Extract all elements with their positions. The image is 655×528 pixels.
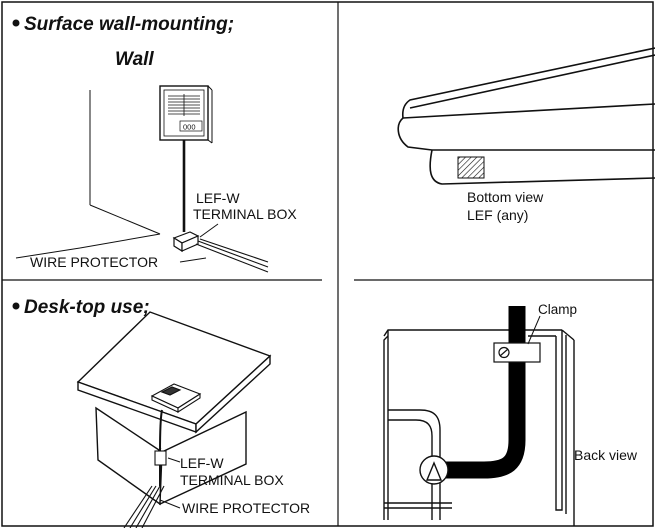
protector-pointer-line xyxy=(179,257,207,263)
protector-label: WIRE PROTECTOR xyxy=(30,254,158,270)
back-view-label: Back view xyxy=(574,447,638,463)
wire-protector-icon xyxy=(195,238,269,273)
protector-pointer-line xyxy=(159,499,181,509)
wall-device-icon: 000 xyxy=(159,85,213,144)
terminal-label-line1: LEF-W xyxy=(180,455,224,471)
panel-back-view: Clamp Back view xyxy=(383,302,638,526)
protector-label: WIRE PROTECTOR xyxy=(182,500,310,516)
clamp-icon xyxy=(493,342,541,363)
clamp-pointer-line xyxy=(527,315,541,345)
device-display-text: 000 xyxy=(183,123,196,132)
terminal-label-line2: TERMINAL BOX xyxy=(193,206,297,222)
bullet-icon xyxy=(12,302,20,310)
panel-bottom-view: Bottom view LEF (any) xyxy=(397,47,655,223)
clamp-label: Clamp xyxy=(538,302,577,317)
bullet-icon xyxy=(12,19,20,27)
terminal-label-line1: LEF-W xyxy=(196,190,240,206)
bottom-view-model-label: LEF (any) xyxy=(467,207,528,223)
telephone-back-outline xyxy=(383,329,575,526)
desk-cable xyxy=(159,409,163,453)
terminal-pointer-line xyxy=(167,457,181,463)
terminal-label-line2: TERMINAL BOX xyxy=(180,472,284,488)
desk-icon xyxy=(76,311,272,506)
terminal-pointer-line xyxy=(199,223,219,238)
panel-desk-top-use: Desk-top use; LEF-W TERMINAL BOX xyxy=(12,297,310,528)
wall-label: Wall xyxy=(115,49,154,70)
bottom-view-label: Bottom view xyxy=(467,189,544,205)
panel-heading: Desk-top use; xyxy=(24,297,150,318)
panel-heading: Surface wall-mounting; xyxy=(24,14,234,35)
wall-outline xyxy=(15,90,161,259)
terminal-box-icon xyxy=(172,231,200,253)
wire-protector-icon xyxy=(123,485,165,528)
connector-icon xyxy=(419,455,449,485)
panel-surface-wall-mounting: Surface wall-mounting; Wall xyxy=(12,14,297,273)
bottom-mount-area-icon xyxy=(457,156,485,179)
terminal-box-icon xyxy=(154,447,167,466)
desk-device-icon xyxy=(150,383,202,414)
telephone-cord xyxy=(430,306,526,479)
telephone-side-outline xyxy=(397,47,655,185)
